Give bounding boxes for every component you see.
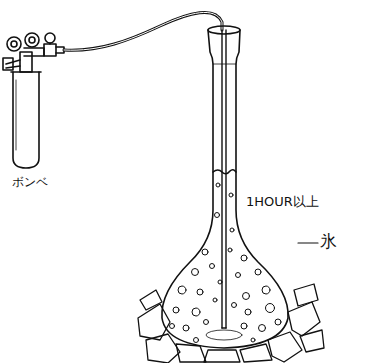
bubble — [173, 307, 179, 313]
volumetric-flask — [162, 26, 288, 348]
bubble — [194, 338, 199, 343]
bubble — [230, 228, 234, 232]
duration-label: 1HOUR以上 — [246, 195, 319, 209]
leader-line — [298, 242, 318, 243]
bubble — [241, 323, 247, 329]
bubble — [262, 286, 270, 294]
bubble — [259, 325, 266, 332]
bubble — [255, 269, 261, 275]
bubble — [229, 193, 233, 197]
bubble — [183, 325, 189, 331]
bubble — [215, 213, 220, 218]
bubble — [218, 280, 222, 284]
bubble — [202, 249, 208, 255]
bubble — [178, 286, 186, 294]
bubble — [210, 264, 215, 269]
bubble — [213, 298, 217, 302]
bubble — [266, 304, 275, 313]
bubble — [216, 183, 220, 187]
bubble — [251, 338, 255, 342]
gas-tube — [64, 12, 222, 50]
bubble — [192, 308, 200, 316]
ice-blocks — [138, 284, 324, 363]
bubble — [197, 289, 203, 295]
regulator — [3, 33, 64, 72]
gas-cylinder — [11, 72, 41, 168]
bubble — [170, 324, 175, 329]
bubble — [243, 293, 250, 300]
bubble — [275, 319, 281, 325]
cylinder-label: ボンベ — [12, 176, 48, 189]
bubble — [241, 255, 247, 261]
bubble — [245, 309, 251, 315]
bubble — [236, 273, 241, 278]
bubble — [204, 320, 209, 325]
bubble — [232, 303, 237, 308]
ice-label: 氷 — [320, 232, 337, 251]
bubble — [228, 248, 232, 252]
bubble — [192, 269, 199, 276]
